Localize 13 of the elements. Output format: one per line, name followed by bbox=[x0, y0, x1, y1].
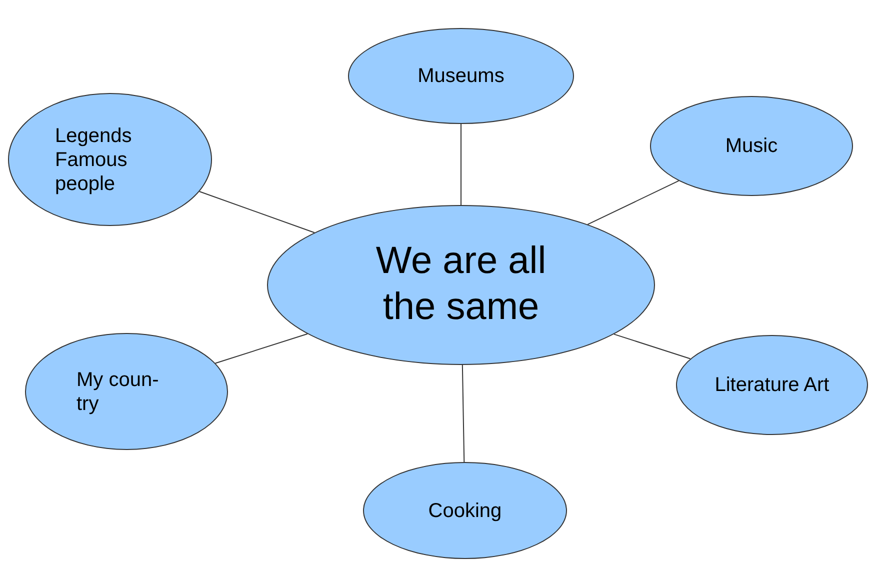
connector-line bbox=[587, 180, 680, 225]
node-label: We are all the same bbox=[374, 239, 548, 330]
node-label: Music bbox=[725, 134, 778, 158]
connector-line bbox=[214, 333, 308, 364]
node-label: My coun- try bbox=[76, 368, 160, 416]
connector-line bbox=[462, 364, 465, 462]
connector-line bbox=[198, 190, 315, 234]
node-label: Museums bbox=[418, 64, 504, 88]
connector-line bbox=[460, 124, 462, 206]
node-label: Cooking bbox=[428, 498, 502, 522]
node-label: Legends Famous people bbox=[55, 124, 133, 196]
node-label: Literature Art bbox=[714, 373, 830, 397]
connector-line bbox=[614, 334, 691, 360]
